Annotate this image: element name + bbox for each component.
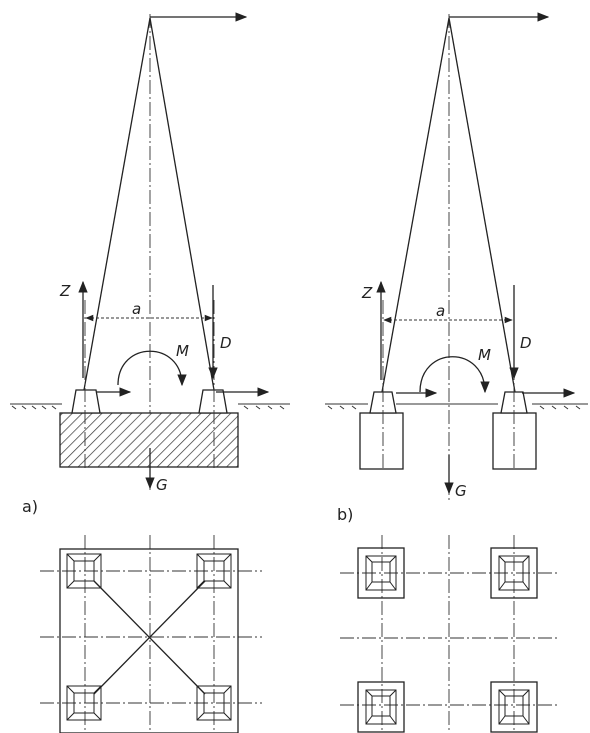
d-label: D bbox=[220, 334, 232, 352]
tower-left-leg bbox=[83, 17, 151, 391]
ground-texture bbox=[11, 405, 285, 410]
tower-left-leg bbox=[381, 17, 450, 393]
left-footing bbox=[359, 412, 404, 470]
plan-footing bbox=[357, 547, 405, 599]
panel-label-b: b) bbox=[337, 505, 353, 524]
moment-arc bbox=[117, 350, 187, 387]
plan-footing bbox=[357, 681, 405, 733]
z-label: Z bbox=[361, 284, 373, 302]
plan-pedestal bbox=[66, 685, 102, 721]
moment-arc bbox=[419, 356, 490, 394]
plan-pedestal bbox=[196, 553, 232, 589]
plan-footing bbox=[490, 681, 538, 733]
ground-texture bbox=[327, 405, 581, 410]
right-pedestal bbox=[198, 389, 228, 414]
a-label: a bbox=[436, 302, 445, 320]
right-footing bbox=[492, 412, 537, 470]
m-label: M bbox=[176, 342, 189, 360]
left-pedestal bbox=[71, 389, 101, 414]
plan-view-a bbox=[40, 535, 262, 733]
panel-label-a: a) bbox=[22, 497, 38, 516]
g-label: G bbox=[455, 482, 467, 500]
diagram-b-elevation: Z D a M G b) bbox=[325, 12, 588, 524]
plan-pedestal bbox=[66, 553, 102, 589]
diagram-a-elevation: Z D a M G a) bbox=[10, 12, 290, 516]
footing-block bbox=[59, 412, 239, 468]
plan-pedestal bbox=[196, 685, 232, 721]
m-label: M bbox=[478, 346, 491, 364]
right-pedestal bbox=[500, 391, 528, 414]
plan-slab-outline bbox=[59, 548, 239, 733]
d-label: D bbox=[520, 334, 532, 352]
a-label: a bbox=[132, 300, 141, 318]
tower-right-leg bbox=[149, 17, 215, 391]
plan-footing bbox=[490, 547, 538, 599]
plan-view-b bbox=[340, 535, 560, 733]
tower-right-leg bbox=[448, 17, 516, 393]
g-label: G bbox=[156, 476, 168, 494]
left-pedestal bbox=[369, 391, 397, 414]
z-label: Z bbox=[59, 282, 71, 300]
plan-diagonal bbox=[93, 580, 206, 695]
